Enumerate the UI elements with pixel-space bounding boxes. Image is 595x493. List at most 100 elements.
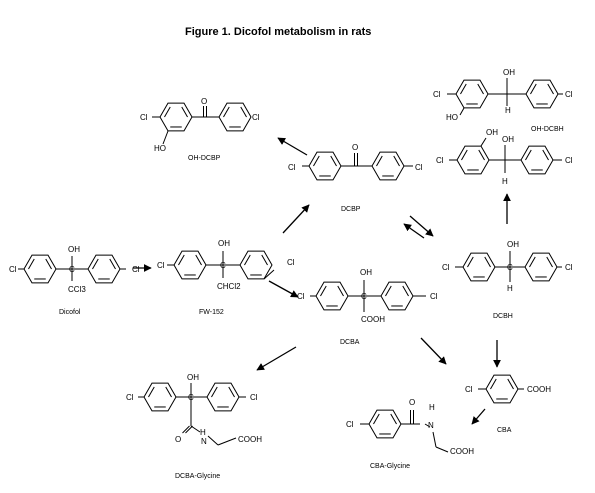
ring-inner-bond (542, 149, 549, 161)
chlorine-atom: Cl (132, 265, 140, 274)
label-dcba-glycine: DCBA-Glycine (175, 473, 220, 480)
benzene-ring (520, 145, 554, 175)
carbon-atom: C (361, 292, 367, 301)
benzene-ring (308, 151, 342, 181)
chlorine-atom: Cl (157, 261, 165, 270)
chlorine-atom: Cl (565, 156, 573, 165)
reaction-arrow (403, 223, 425, 239)
ring-inner-bond (109, 258, 116, 270)
benzene-ring (525, 79, 559, 109)
trichloromethyl-group: CCl3 (68, 285, 86, 294)
benzene-ring (485, 374, 519, 404)
chlorine-atom: Cl (250, 393, 258, 402)
dichloromethyl-group: CHCl2 (217, 282, 241, 291)
bond-line (435, 446, 449, 453)
carbon-atom: C (69, 265, 75, 274)
ring-inner-bond (228, 386, 235, 398)
benzene-ring (159, 102, 193, 132)
ring-inner-bond (477, 83, 484, 95)
chlorine-atom: Cl (297, 292, 305, 301)
ring-inner-bond (211, 386, 218, 398)
ring-inner-bond (164, 106, 171, 118)
label-cba: CBA (497, 427, 512, 434)
hydroxyl-group: OH (218, 239, 230, 248)
ring-inner-bond (402, 285, 409, 297)
ring-inner-bond (393, 155, 400, 167)
bond-line (185, 425, 193, 434)
carboxyl-group: COOH (361, 315, 385, 324)
hydrogen-atom: H (429, 403, 435, 412)
chlorine-atom: Cl (430, 292, 438, 301)
chlorine-atom: Cl (140, 113, 148, 122)
ring-inner-bond (240, 106, 247, 118)
ring-inner-bond (337, 285, 344, 297)
hydrogen-atom: H (502, 177, 508, 186)
chemical-structures (18, 78, 563, 453)
nitrogen-atom: N (428, 421, 434, 430)
hydrogen-atom: H (505, 106, 511, 115)
bond-line (459, 107, 465, 116)
hydroxyl-group: OH (68, 245, 80, 254)
label-dcbp: DCBP (341, 206, 361, 213)
ring-inner-bond (320, 285, 327, 297)
benzene-ring (218, 102, 252, 132)
hydroxyl-group: OH (502, 135, 514, 144)
hydroxyl-group: OH (486, 128, 498, 137)
ring-inner-bond (478, 149, 485, 161)
benzene-ring (87, 254, 121, 284)
ring-inner-bond (467, 256, 474, 268)
benzene-ring (462, 252, 496, 282)
ring-inner-bond (547, 83, 554, 95)
ring-inner-bond (330, 155, 337, 167)
chlorine-atom: Cl (433, 90, 441, 99)
bond-line (190, 425, 201, 433)
reaction-arrow (420, 337, 447, 365)
reaction-arrow (471, 408, 486, 425)
oxygen-atom: O (201, 97, 207, 106)
ring-inner-bond (92, 258, 99, 270)
benzene-ring (173, 250, 207, 280)
bond-line (424, 423, 431, 428)
ring-inner-bond (223, 106, 230, 118)
chlorine-atom: Cl (287, 258, 295, 267)
reaction-arrow (282, 204, 310, 234)
carboxyl-group: COOH (450, 447, 474, 456)
bond-line (182, 425, 190, 434)
figure-title: Figure 1. Dicofol metabolism in rats (185, 26, 371, 38)
bond-line (480, 137, 487, 147)
chlorine-atom: Cl (565, 90, 573, 99)
label-oh-dcbp: OH-DCBP (188, 155, 221, 162)
ring-inner-bond (460, 83, 467, 95)
benzene-ring (456, 145, 490, 175)
hydrogen-atom: H (507, 284, 513, 293)
label-cba-glycine: CBA-Glycine (370, 463, 410, 470)
carbon-atom: C (220, 261, 226, 270)
benzene-ring (315, 281, 349, 311)
ring-inner-bond (195, 254, 202, 266)
ring-inner-bond (313, 155, 320, 167)
benzene-ring (455, 79, 489, 109)
bond-line (207, 435, 219, 446)
ring-inner-bond (244, 254, 251, 266)
reaction-arrow (256, 346, 297, 371)
ring-inner-bond (261, 254, 268, 266)
ring-inner-bond (181, 106, 188, 118)
ring-inner-bond (484, 256, 491, 268)
benzene-ring (368, 409, 402, 439)
reaction-arrows (133, 137, 511, 425)
hydroxyl-group: OH (187, 373, 199, 382)
label-dcba: DCBA (340, 339, 360, 346)
ring-inner-bond (461, 149, 468, 161)
carboxyl-group: COOH (238, 435, 262, 444)
reaction-arrow (409, 215, 434, 237)
oxygen-atom: O (175, 435, 181, 444)
label-oh-dcbh: OH-DCBH (531, 126, 564, 133)
benzene-ring (371, 151, 405, 181)
chlorine-atom: Cl (252, 113, 260, 122)
benzene-ring (23, 254, 57, 284)
bond-line (263, 269, 275, 280)
ring-inner-bond (165, 386, 172, 398)
hydrogen-atom: H (200, 428, 206, 437)
chlorine-atom: Cl (436, 156, 444, 165)
